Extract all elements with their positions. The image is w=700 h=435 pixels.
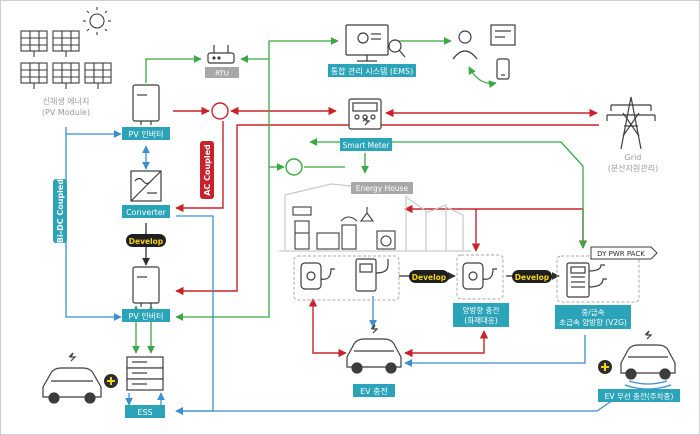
converter-tag — [122, 205, 170, 218]
develop-badge-1 — [126, 234, 166, 247]
solar-panel-icon — [20, 30, 112, 89]
ems-label: 통합 관리 시스템 (EMS) — [331, 66, 413, 76]
energy-house-label: Energy House — [356, 184, 409, 193]
home-charger-group-box — [293, 255, 400, 301]
v2g-tag — [555, 305, 631, 329]
ev-charge-label: EV 충전 — [360, 386, 388, 396]
smart-meter-tag — [340, 138, 392, 151]
data-junction-circle — [285, 158, 303, 176]
wireless-pad-icon — [624, 380, 672, 390]
ac-junction-circle — [211, 102, 229, 120]
pv-module-label-line2: (PV Module) — [42, 108, 90, 117]
ev-wireless-tag — [598, 389, 680, 402]
devices-icon — [490, 24, 516, 80]
pv-module-label-line1: 신재생 에너지 — [43, 96, 90, 106]
ems-monitor-icon — [345, 24, 406, 62]
bidir-charger-icon — [462, 262, 497, 290]
ems-tag — [328, 64, 416, 77]
smart-meter-icon — [348, 98, 382, 130]
dy-pwr-pack-label: DY PWR PACK — [597, 250, 645, 258]
ev-charger-station-icon — [355, 258, 389, 292]
ev-wireless-label: EV 무선 충전(주차중) — [605, 391, 674, 401]
converter-icon — [130, 170, 162, 202]
pv-inverter-bottom-tag — [122, 309, 170, 322]
rtu-label: RTU — [215, 70, 229, 78]
rtu-router-icon — [207, 45, 235, 64]
smart-meter-label: Smart Meter — [343, 141, 391, 150]
ess-label: ESS — [137, 408, 152, 417]
pv-inverter-top-label: PV 인버터 — [129, 129, 164, 139]
v2g-charger-icon — [566, 262, 607, 298]
ess-battery-rack-icon — [126, 356, 164, 391]
ev-charge-tag — [353, 384, 395, 397]
ac-coupled-tag: AC Coupled — [200, 141, 214, 199]
pv-inverter-bottom-icon — [132, 266, 160, 307]
bidir-charge-label-line1: 양방향 충전 — [463, 305, 500, 315]
user-icon — [452, 30, 478, 60]
rtu-tag — [205, 67, 239, 78]
bidir-charge-label-line2: (화재대응) — [464, 316, 498, 325]
bi-dc-coupled-tag: Bi-DC Coupled — [53, 179, 67, 243]
pv-inverter-top-icon — [132, 84, 160, 125]
develop-badge-1-label: Develop — [129, 237, 164, 246]
develop-badge-3-label: Develop — [515, 273, 550, 282]
energy-house-icon — [279, 183, 471, 252]
grid-label-line1: Grid — [625, 153, 642, 162]
develop-badge-2-label: Develop — [412, 273, 447, 282]
bidir-charge-tag — [453, 303, 509, 327]
electric-car-wireless-icon — [620, 330, 676, 380]
plus-icon-right — [598, 360, 612, 374]
electric-car-center-icon — [346, 324, 402, 374]
home-wallbox-charger-icon — [300, 262, 335, 290]
data-communication-lines — [132, 37, 587, 354]
grid-label-line2: (분산자원관리) — [608, 163, 658, 173]
dy-pwr-pack-box: DY PWR PACK — [556, 246, 658, 303]
home-appliances-icon — [292, 206, 396, 250]
power-tower-icon — [606, 96, 656, 150]
converter-label: Converter — [126, 208, 167, 217]
v2g-label-line1: 중/급속 — [581, 308, 604, 317]
pv-inverter-top-tag — [122, 127, 170, 140]
ess-tag — [125, 405, 165, 418]
energy-house-tag — [351, 182, 413, 194]
develop-badge-2 — [409, 270, 449, 283]
plus-icon-left — [104, 374, 118, 388]
electric-car-left-icon — [42, 352, 102, 404]
ac-coupled-label: AC Coupled — [203, 144, 212, 196]
develop-badge-3 — [512, 270, 552, 283]
sun-icon — [83, 7, 111, 35]
bi-dc-coupled-label: Bi-DC Coupled — [56, 179, 65, 243]
bidir-charger-box — [456, 254, 504, 300]
v2g-label-line2: 초급속 양방향 (V2G) — [559, 317, 627, 327]
pv-inverter-bottom-label: PV 인버터 — [129, 311, 164, 321]
